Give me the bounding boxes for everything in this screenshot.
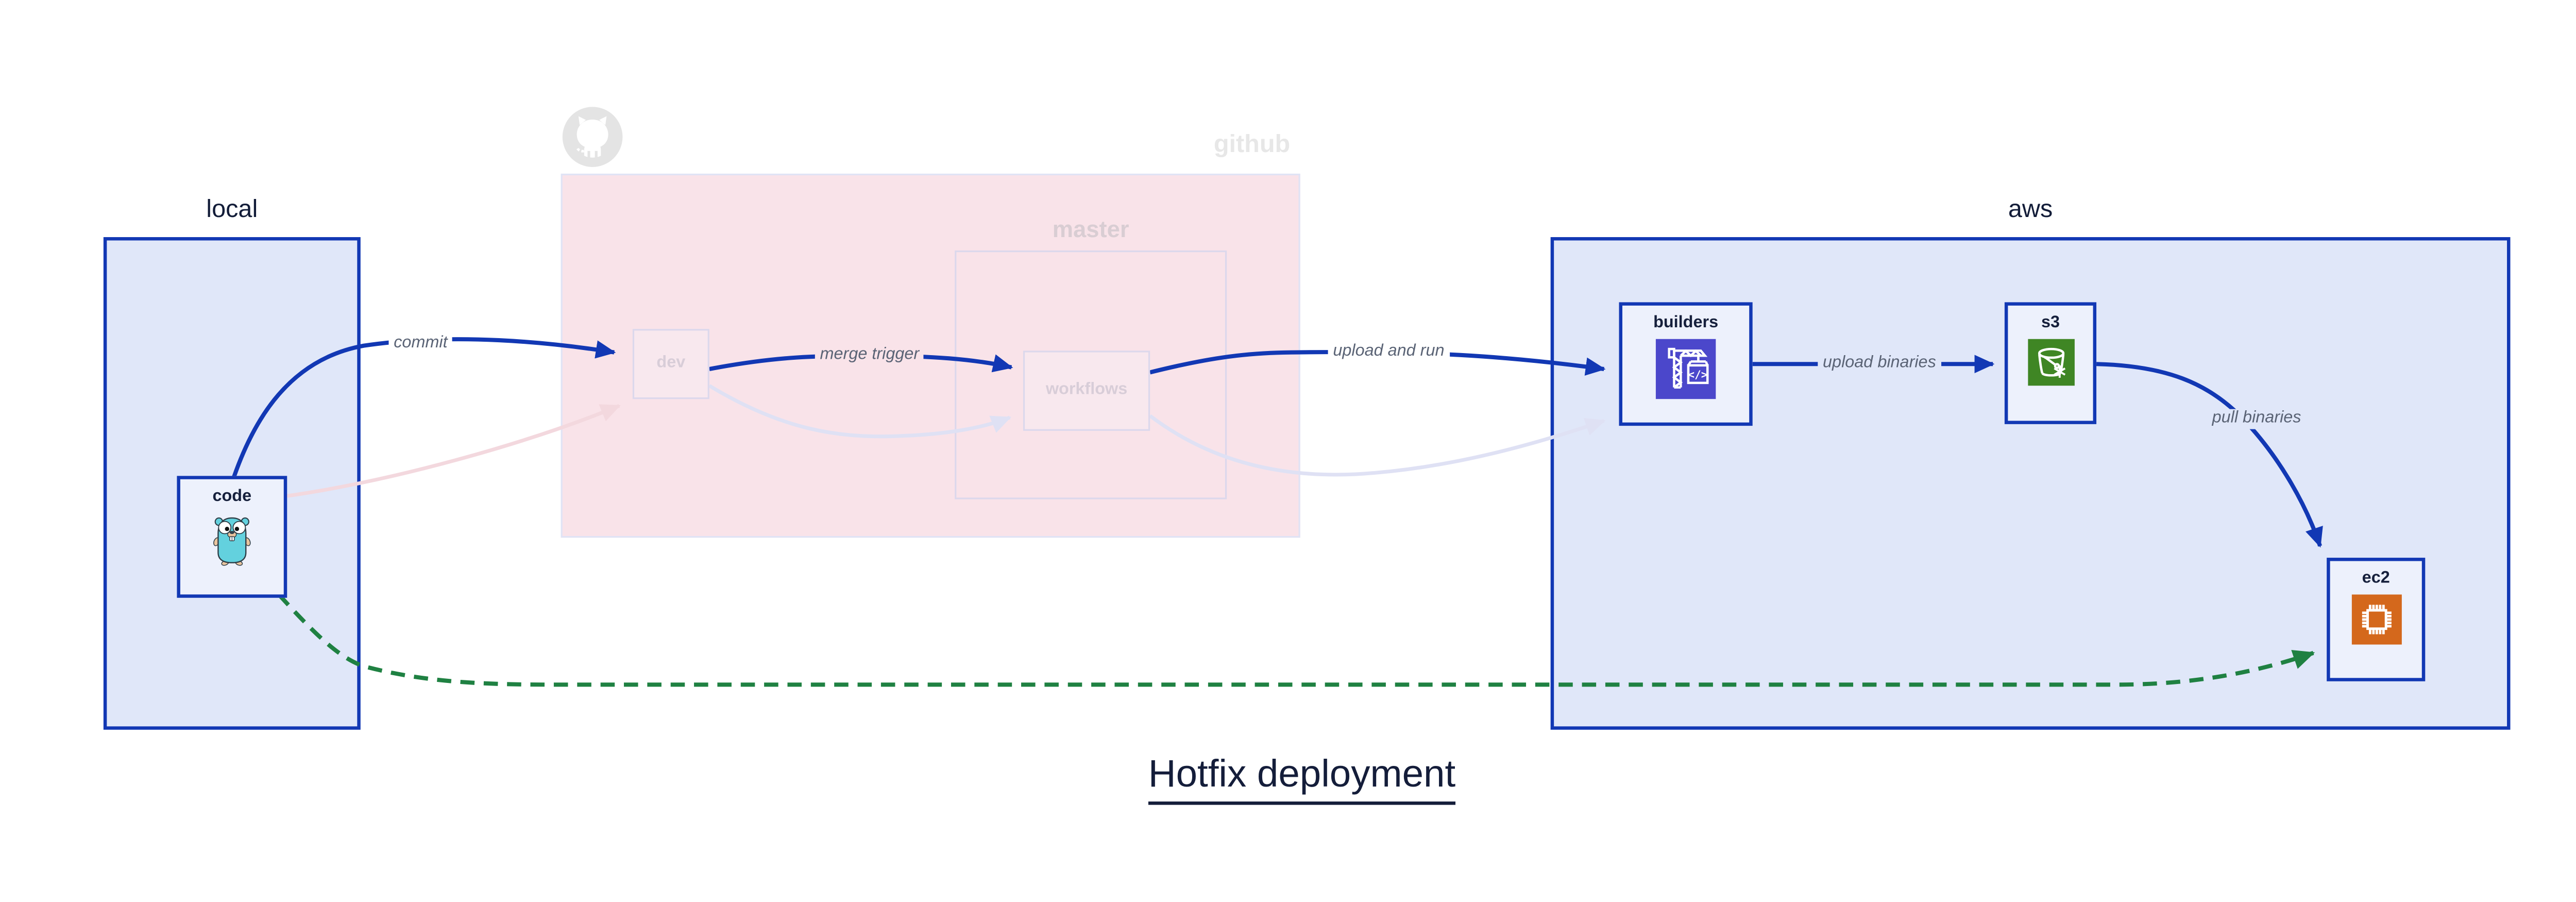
node-s3: s3: [2004, 302, 2097, 424]
edge-label-commit: commit: [388, 333, 453, 354]
region-github-label: github: [1213, 130, 1291, 159]
node-dev: dev: [632, 329, 709, 399]
github-octocat-icon: [562, 107, 623, 167]
edge-label-pull-binaries: pull binaries: [2207, 409, 2307, 429]
node-s3-label: s3: [2041, 314, 2060, 332]
node-dev-label: dev: [656, 354, 686, 373]
region-master-label: master: [1052, 215, 1129, 242]
node-ec2: ec2: [2327, 558, 2426, 681]
edge-label-merge-trigger: merge trigger: [815, 345, 924, 366]
aws-s3-bucket-icon: [2027, 339, 2074, 386]
region-aws-label: aws: [2008, 195, 2053, 224]
codebuild-glyph: </>: [1688, 368, 1707, 381]
diagram-title-text: Hotfix deployment: [1148, 751, 1456, 805]
go-gopher-icon: [213, 517, 251, 566]
node-workflows-label: workflows: [1045, 380, 1128, 399]
node-code: code: [177, 476, 287, 598]
node-ec2-label: ec2: [2362, 569, 2390, 588]
region-local-label: local: [206, 195, 258, 224]
diagram-title: Hotfix deployment: [0, 751, 2576, 805]
edge-label-upload-binaries: upload binaries: [1818, 354, 1941, 374]
edge-label-upload-and-run: upload and run: [1328, 342, 1450, 363]
aws-codebuild-icon: </>: [1655, 339, 1716, 399]
aws-ec2-chip-icon: [2351, 594, 2401, 645]
region-master: [955, 250, 1227, 499]
node-builders: builders </>: [1619, 302, 1753, 426]
node-builders-label: builders: [1653, 314, 1719, 332]
node-workflows: workflows: [1023, 350, 1150, 431]
node-code-label: code: [212, 487, 252, 506]
